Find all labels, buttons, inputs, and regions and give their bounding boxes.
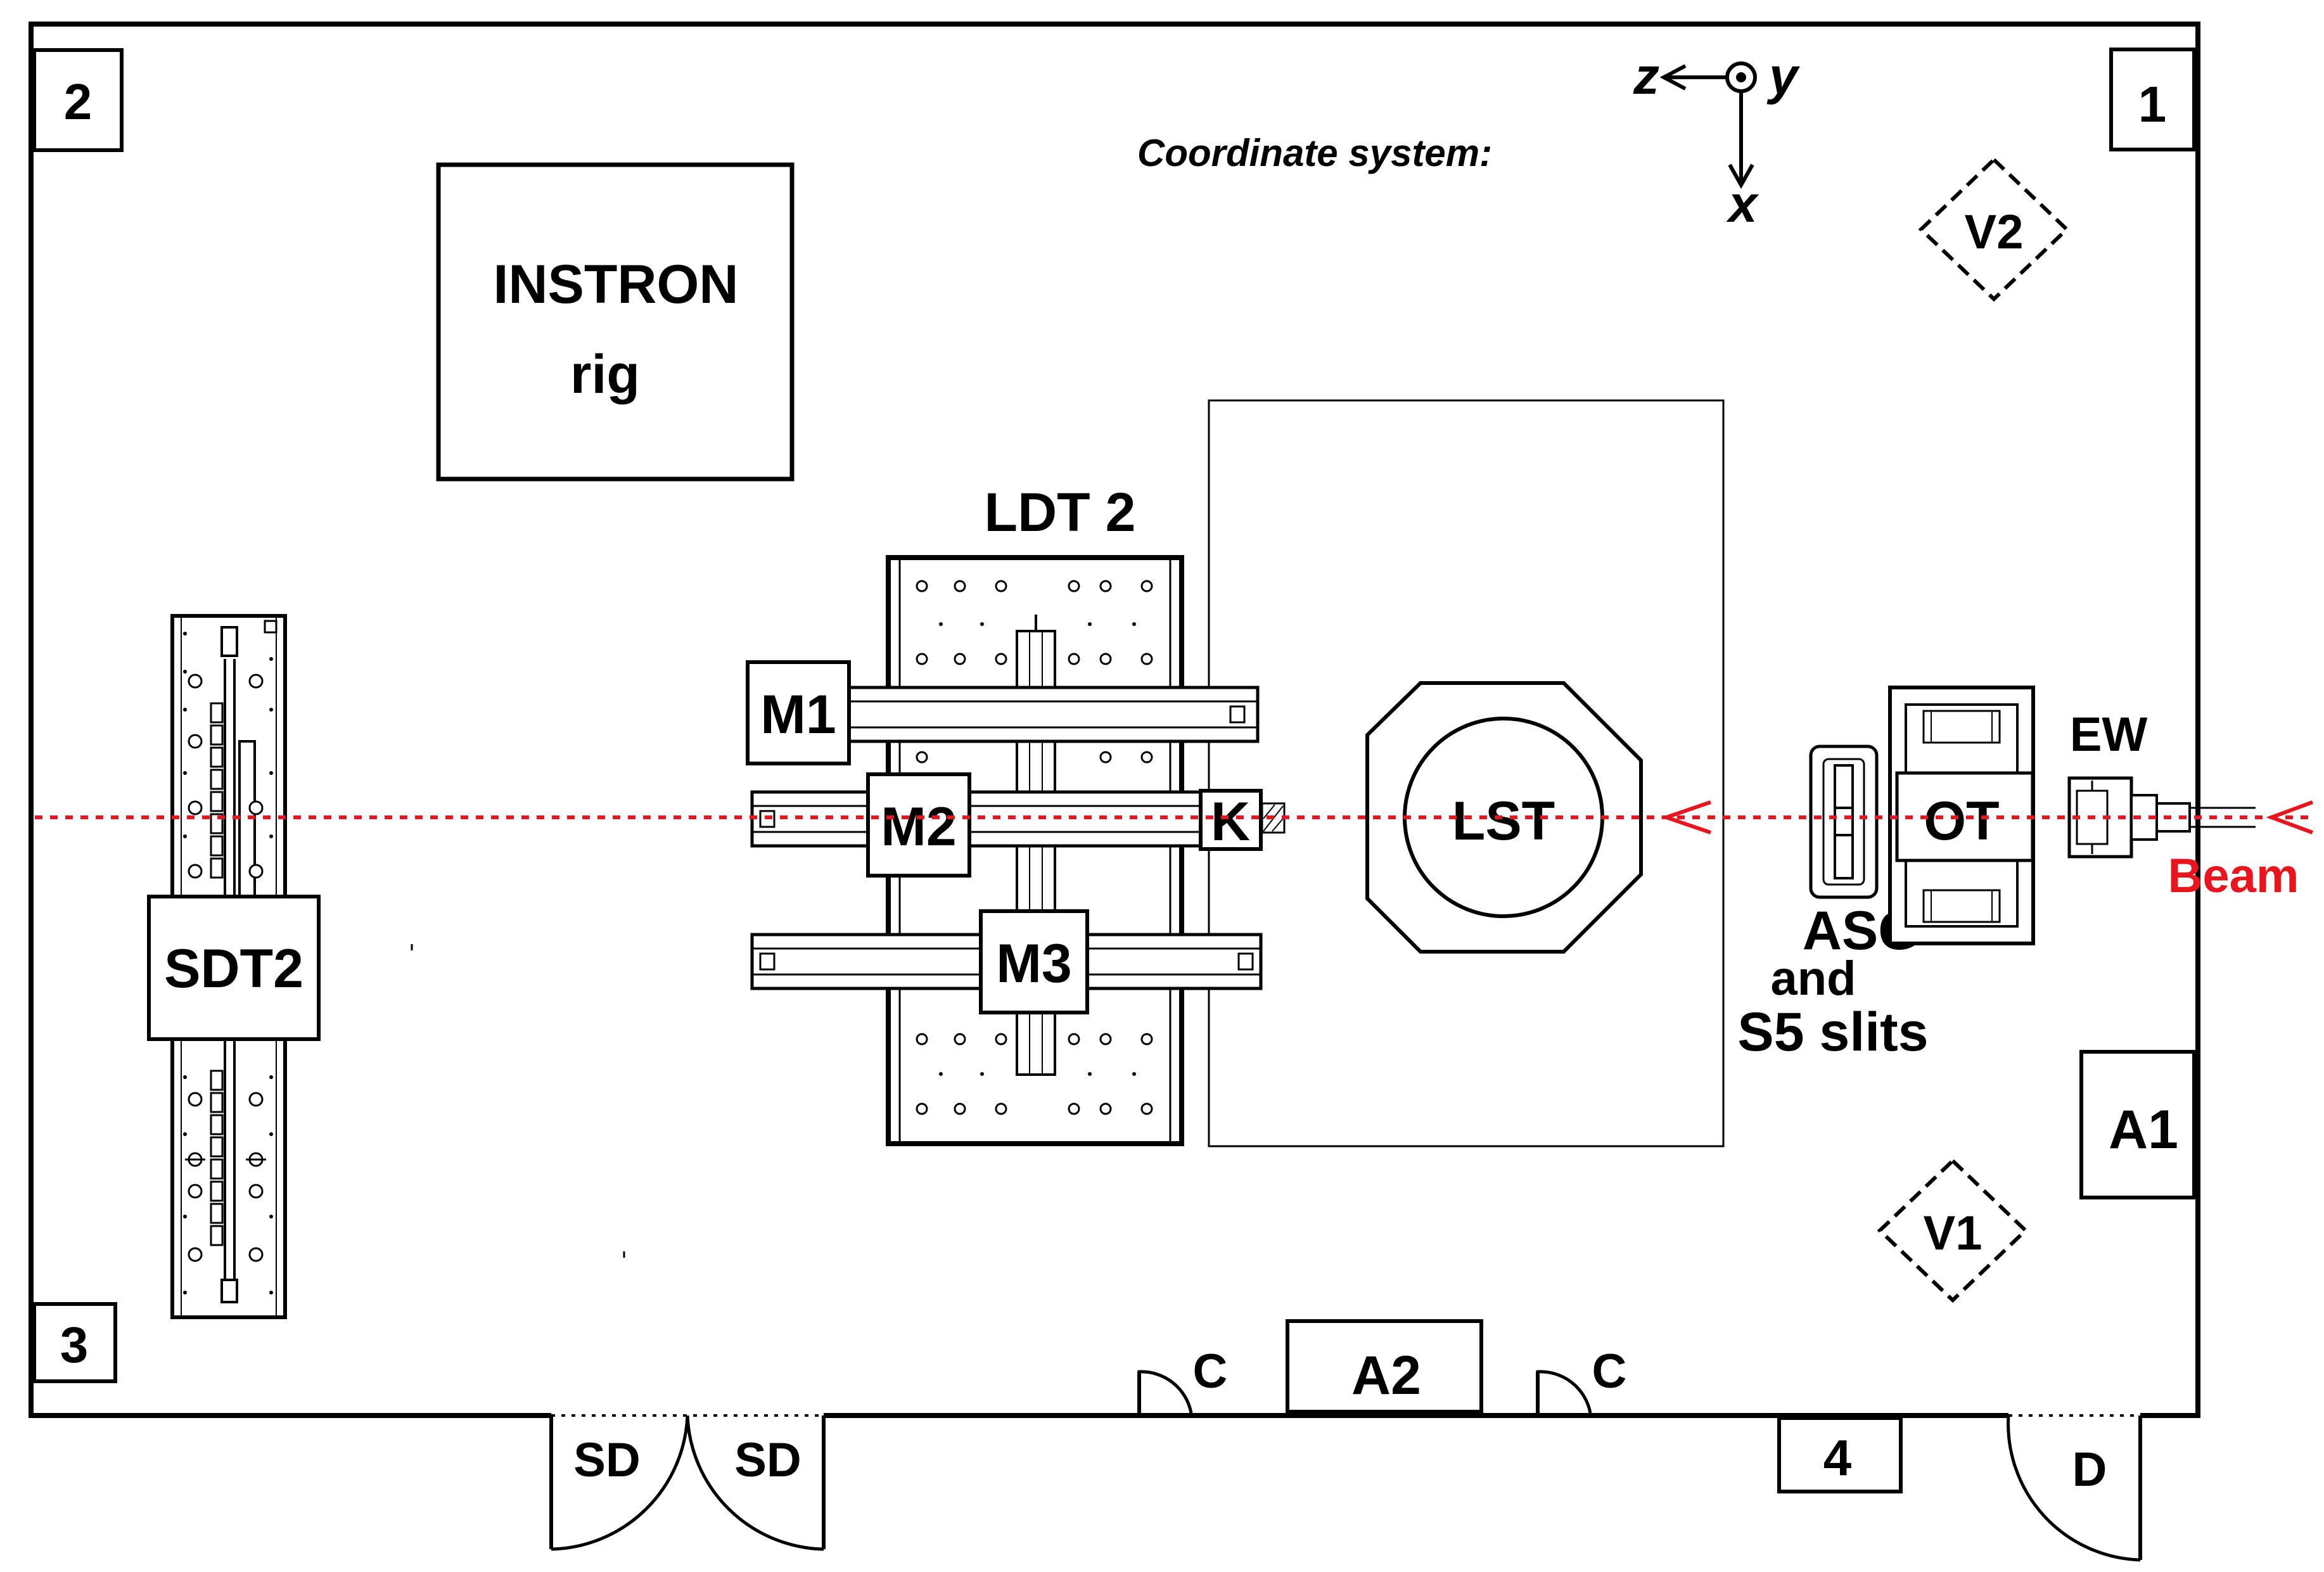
door-sd-double: SD SD <box>549 1412 826 1551</box>
m1-box: M1 <box>746 660 851 765</box>
corner-marker-4: 4 <box>1777 1416 1903 1493</box>
axis-z-label: z <box>1633 48 1659 105</box>
asg-s5-slits: ASG and S5 slits <box>1737 744 1929 1063</box>
svg-text:M3: M3 <box>996 933 1071 994</box>
svg-text:K: K <box>1211 791 1250 852</box>
svg-text:S5 slits: S5 slits <box>1737 1002 1928 1063</box>
svg-text:rig: rig <box>570 344 640 405</box>
beam-label: Beam <box>2168 849 2299 903</box>
a1-box: A1 <box>2079 1050 2196 1199</box>
svg-text:M1: M1 <box>760 684 836 745</box>
m2-box: M2 <box>866 772 971 878</box>
door-c-right: C <box>1536 1345 1627 1414</box>
svg-text:C: C <box>1193 1345 1228 1398</box>
svg-text:3: 3 <box>60 1317 89 1373</box>
svg-text:and: and <box>1770 952 1856 1006</box>
coordinate-system-caption: Coordinate system: <box>1137 132 1492 174</box>
door-c-left: C <box>1137 1345 1228 1414</box>
coordinate-axes <box>1659 61 1757 189</box>
ldt2-label: LDT 2 <box>985 482 1136 543</box>
lst-stage: LST <box>1365 681 1643 954</box>
axis-y-label: y <box>1766 48 1801 105</box>
svg-text:4: 4 <box>1823 1429 1852 1486</box>
svg-text:1: 1 <box>2138 76 2167 132</box>
door-sd-left-label: SD <box>573 1433 641 1487</box>
m1-rail <box>841 686 1260 743</box>
room-outline <box>29 22 2200 1418</box>
axis-x-label: x <box>1726 176 1759 233</box>
svg-text:M2: M2 <box>881 796 956 857</box>
svg-text:SDT2: SDT2 <box>164 938 303 999</box>
svg-text:A1: A1 <box>2109 1099 2178 1160</box>
instron-rig: INSTRON rig <box>436 162 795 482</box>
svg-text:EW: EW <box>2070 708 2148 762</box>
svg-text:V2: V2 <box>1965 205 2024 259</box>
svg-text:LST: LST <box>1452 791 1555 852</box>
sdt2-box <box>147 895 321 1041</box>
svg-text:V1: V1 <box>1924 1206 1982 1260</box>
sdt2-table: SDT2 <box>147 614 321 1319</box>
svg-text:OT: OT <box>1924 791 1999 852</box>
a2-box: A2 <box>1286 1319 1483 1414</box>
m3-box: M3 <box>979 909 1089 1014</box>
lst-table-area <box>1208 399 1725 1147</box>
door-d: D <box>2007 1412 2142 1562</box>
beam-path: Beam <box>35 800 2316 903</box>
corner-marker-3: 3 <box>32 1302 117 1383</box>
door-sd-right-label: SD <box>734 1433 801 1487</box>
svg-text:A2: A2 <box>1351 1345 1421 1406</box>
corner-marker-2: 2 <box>32 48 124 152</box>
v2-marker: V2 <box>1918 157 2070 302</box>
ew-window: EW <box>2067 708 2256 859</box>
svg-text:INSTRON: INSTRON <box>494 254 739 315</box>
v1-marker: V1 <box>1877 1158 2029 1303</box>
svg-text:C: C <box>1592 1345 1627 1398</box>
svg-text:2: 2 <box>64 73 93 130</box>
corner-marker-1: 1 <box>2109 48 2196 151</box>
svg-text:D: D <box>2072 1443 2107 1497</box>
k-block: K <box>1199 789 1286 852</box>
